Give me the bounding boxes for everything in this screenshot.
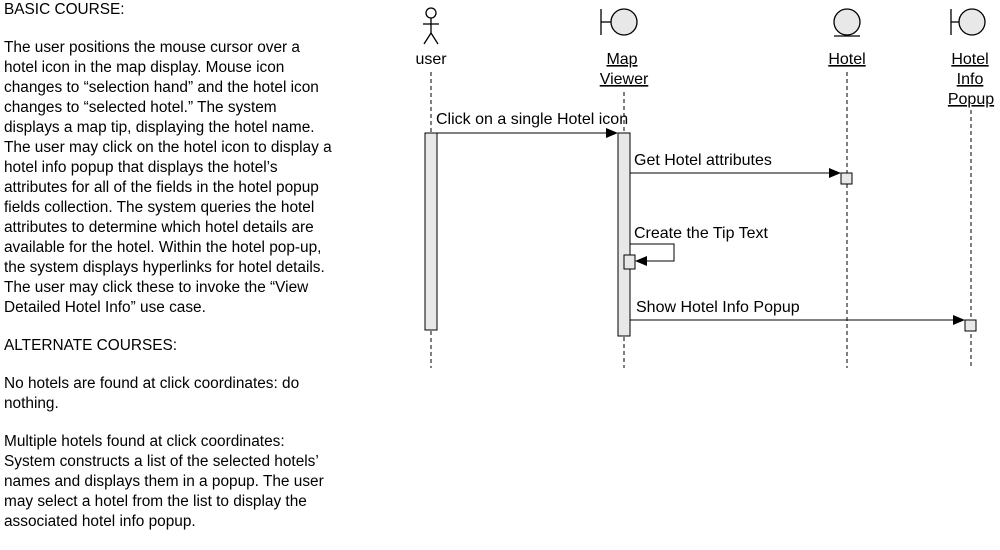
actor-icon [423, 7, 439, 45]
alternate-courses-title: ALTERNATE COURSES: [4, 337, 178, 354]
lifeline-user: user [415, 7, 447, 368]
lifeline-hotel-info-popup: Hotel Info Popup [948, 8, 994, 368]
message-create-tip-text: Create the Tip Text [630, 225, 769, 266]
boundary-icon [600, 8, 638, 36]
message-label: Create the Tip Text [634, 225, 769, 242]
message-label: Show Hotel Info Popup [636, 299, 800, 316]
alternate-course-2: Multiple hotels found at click coordinat… [4, 433, 324, 530]
alternate-course-1: No hotels are found at click coordinates… [4, 375, 300, 412]
lifeline-label-viewer: Viewer [600, 71, 649, 88]
activation-bar-hotel [840, 172, 853, 185]
activation-bar-tip-text [623, 254, 636, 270]
message-show-hotel-info-popup: Show Hotel Info Popup [630, 299, 965, 325]
lifeline-map-viewer: Map Viewer [600, 8, 649, 368]
lifeline-label-popup: Popup [948, 91, 994, 108]
message-click-hotel-icon: Click on a single Hotel icon [436, 111, 628, 138]
activation-bar-map-viewer [617, 132, 631, 337]
use-case-description: BASIC COURSE: The user positions the mou… [4, 0, 394, 550]
entity-icon [833, 8, 861, 37]
boundary-icon [950, 8, 986, 36]
lifeline-label-hotel-2: Hotel [951, 51, 988, 68]
message-arrow [630, 243, 675, 266]
activation-bar-popup [964, 319, 977, 332]
basic-course-text: The user positions the mouse cursor over… [4, 39, 332, 316]
activation-bar-user [424, 132, 438, 331]
basic-course-title: BASIC COURSE: [4, 1, 125, 18]
message-get-hotel-attributes: Get Hotel attributes [630, 152, 841, 178]
lifeline-label-map: Map [606, 51, 637, 68]
message-label: Click on a single Hotel icon [436, 111, 628, 128]
lifeline-label-hotel: Hotel [828, 51, 865, 68]
lifeline-label-user: user [415, 51, 447, 68]
lifeline-hotel: Hotel [828, 8, 866, 368]
lifeline-label-info: Info [957, 71, 984, 88]
message-label: Get Hotel attributes [634, 152, 772, 169]
